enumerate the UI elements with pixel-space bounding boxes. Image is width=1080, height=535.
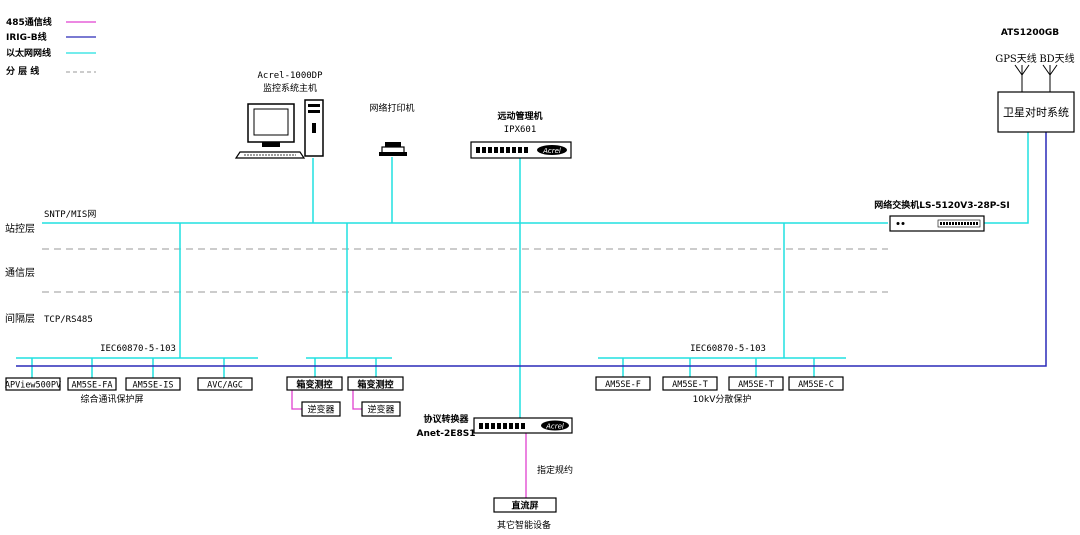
dc-screen-label: 直流屏 — [511, 500, 538, 512]
device-am5se-fa-label: AM5SE-FA — [72, 381, 113, 391]
converter-model-label: Anet-2E8S1 — [417, 429, 476, 439]
right-group-label: 10kV分散保护 — [693, 393, 752, 405]
device-am5se-f-label: AM5SE-F — [605, 380, 641, 390]
legend-ethernet-label: 以太网网线 — [6, 47, 51, 59]
rs485-lines — [291, 389, 527, 498]
inverter-1-label: 逆变器 — [307, 404, 334, 416]
layer-station-label: 站控层 — [5, 222, 35, 235]
switch-label: 网络交换机LS-5120V3-28P-SI — [874, 199, 1010, 211]
device-am5se-t-2-label: AM5SE-T — [738, 380, 774, 390]
host-name-label: 监控系统主机 — [263, 82, 317, 94]
iec-right-label: IEC60870-5-103 — [690, 344, 766, 354]
protocol-label: 指定规约 — [537, 464, 573, 476]
layer-comm-label: 通信层 — [5, 267, 35, 279]
satellite-timing-box — [997, 91, 1075, 133]
device-am5se-t-2 — [728, 376, 784, 391]
gateway-name-label: 远动管理机 — [497, 110, 542, 122]
host-model-label: Acrel-1000DP — [257, 71, 323, 81]
device-am5se-t-1-label: AM5SE-T — [672, 380, 708, 390]
device-avc-agc — [197, 377, 253, 391]
inverter-2 — [361, 401, 401, 417]
antenna-icon — [1014, 64, 1058, 92]
device-apview500pv — [5, 377, 61, 391]
gateway-device-icon: Acrel — [470, 141, 572, 159]
iec-left-label: IEC60870-5-103 — [100, 344, 176, 354]
ats-model-label: ATS1200GB — [1001, 28, 1059, 38]
device-apview500pv-label: APView500PV — [5, 381, 61, 391]
device-am5se-is-label: AM5SE-IS — [133, 381, 174, 391]
gps-antenna-label: GPS天线 — [995, 52, 1037, 65]
converter-name-label: 协议转换器 — [423, 413, 469, 425]
irig-lines — [16, 132, 1047, 367]
device-am5se-f — [595, 376, 651, 391]
device-am5se-t-1 — [662, 376, 718, 391]
legend-irig-label: IRIG-B线 — [6, 31, 47, 43]
protocol-converter-icon: Acrel — [473, 417, 573, 434]
ethernet-lines — [16, 132, 1029, 418]
sntp-network-label: SNTP/MIS网 — [44, 209, 96, 220]
inverter-2-label: 逆变器 — [367, 404, 394, 416]
satellite-timing-label: 卫星对时系统 — [1003, 105, 1069, 119]
device-am5se-is — [125, 377, 181, 391]
layer-bay-label: 间隔层 — [5, 312, 35, 325]
device-am5se-c-label: AM5SE-C — [798, 380, 834, 390]
network-switch-icon — [889, 215, 985, 232]
other-devices-label: 其它智能设备 — [497, 519, 551, 531]
legend-layer-label: 分 层 线 — [6, 65, 39, 77]
device-am5se-c — [788, 376, 844, 391]
device-avc-agc-label: AVC/AGC — [207, 381, 243, 391]
tcp-rs485-label: TCP/RS485 — [44, 315, 93, 325]
box-transformer-1-label: 箱变测控 — [296, 379, 332, 391]
bd-antenna-label: BD天线 — [1039, 52, 1074, 65]
dc-screen-box — [493, 497, 557, 513]
box-transformer-1 — [286, 376, 343, 391]
printer-icon — [379, 142, 407, 156]
printer-label: 网络打印机 — [369, 102, 414, 114]
legend: 485通信线 IRIG-B线 以太网网线 分 层 线 — [6, 16, 96, 77]
box-transformer-2-label: 箱变测控 — [357, 379, 393, 391]
box-transformer-2 — [347, 376, 404, 391]
converter-brand-label: Acrel — [545, 423, 564, 431]
host-computer-icon — [234, 99, 324, 159]
legend-rs485-label: 485通信线 — [6, 16, 52, 28]
device-am5se-fa — [67, 377, 117, 391]
gateway-model-label: IPX601 — [504, 125, 537, 135]
gateway-brand-label: Acrel — [542, 147, 561, 155]
inverter-1 — [301, 401, 341, 417]
left-group-label: 综合通讯保护屏 — [80, 393, 143, 405]
